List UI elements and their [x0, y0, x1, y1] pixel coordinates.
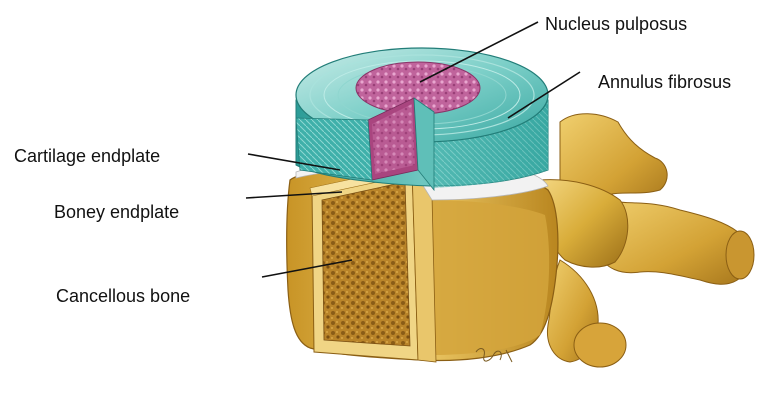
posterior-elements [540, 114, 754, 367]
label-nucleus-pulposus: Nucleus pulposus [545, 13, 687, 35]
label-cartilage-endplate: Cartilage endplate [14, 145, 160, 167]
cancellous-bone-region [322, 182, 410, 346]
label-boney-endplate: Boney endplate [54, 201, 179, 223]
transverse-process-tip [726, 231, 754, 279]
label-cancellous-bone: Cancellous bone [56, 285, 190, 307]
annulus-cut-face-left [296, 118, 372, 180]
vertebral-body-right-shade [430, 200, 549, 355]
label-annulus-fibrosus: Annulus fibrosus [598, 71, 731, 93]
facet-knob [574, 323, 626, 367]
